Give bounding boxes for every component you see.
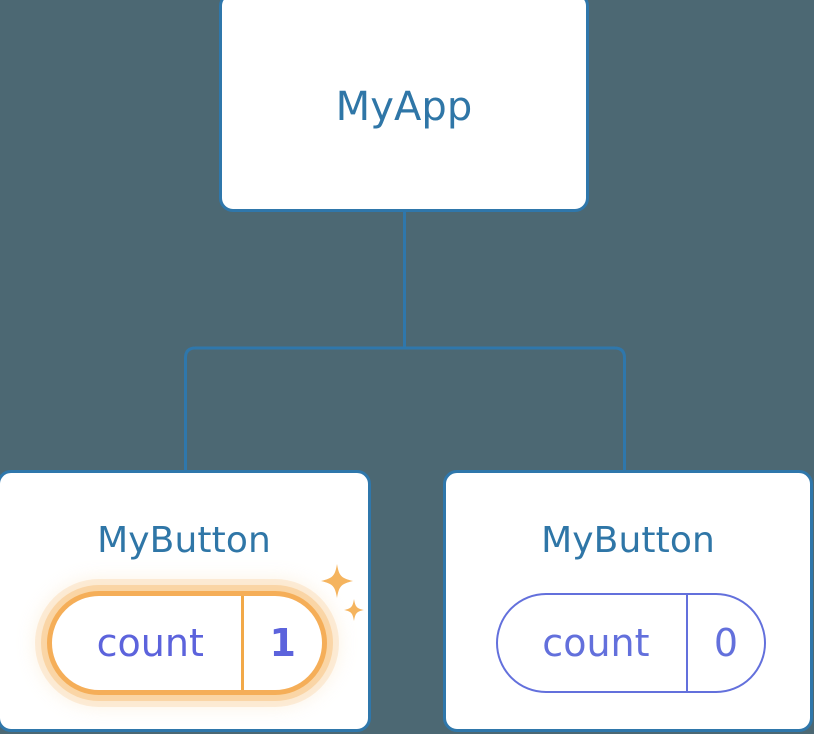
- state-value-1: 1: [240, 596, 322, 690]
- state-pill-wrap-1: count 1: [0, 573, 374, 713]
- state-pill-2[interactable]: count 0: [496, 593, 766, 693]
- node-myapp-label: MyApp: [335, 84, 473, 130]
- connector-branch-bar: [184, 346, 626, 470]
- state-pill-wrap-2: count 0: [446, 573, 814, 713]
- state-pill-1[interactable]: count 1: [47, 591, 327, 695]
- node-mybutton-2-label: MyButton: [541, 520, 715, 561]
- state-value-2: 0: [685, 595, 764, 691]
- node-myapp[interactable]: MyApp: [219, 0, 589, 212]
- state-key-2: count: [542, 621, 650, 665]
- node-mybutton-1[interactable]: MyButton count 1: [0, 470, 371, 732]
- state-key-1: count: [96, 621, 204, 665]
- node-mybutton-2[interactable]: MyButton count 0: [443, 470, 813, 732]
- node-mybutton-1-label: MyButton: [97, 520, 271, 561]
